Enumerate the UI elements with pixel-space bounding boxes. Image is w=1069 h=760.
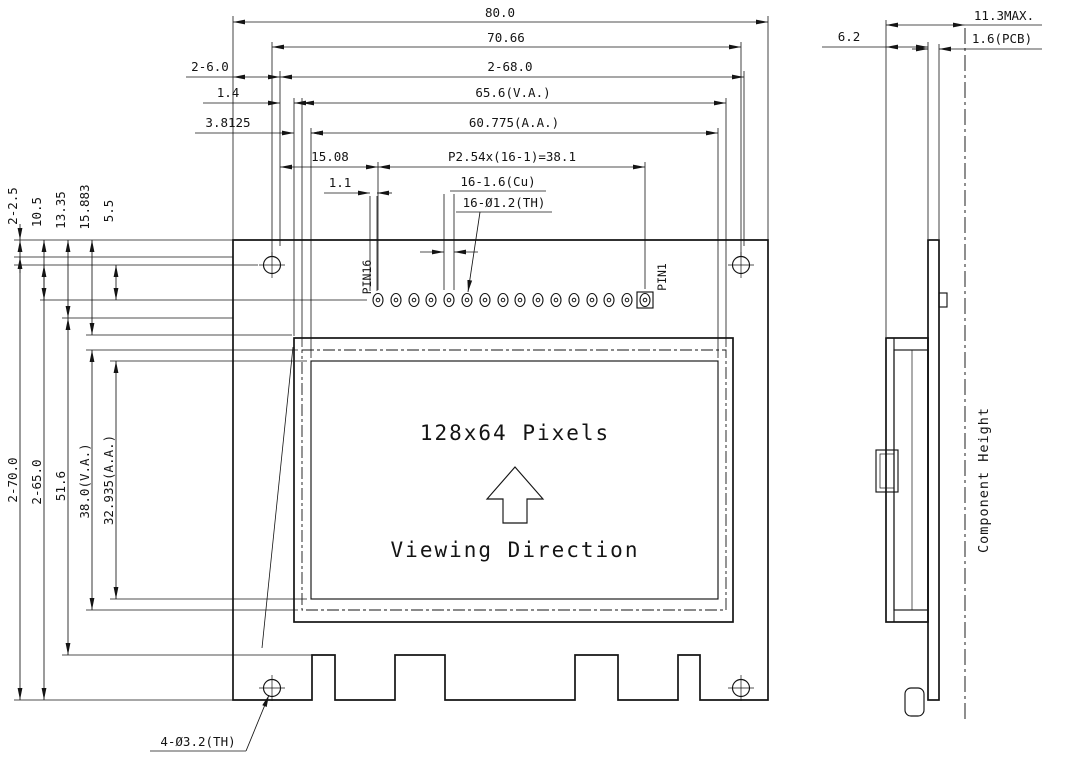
dim-2-70-label: 2-70.0 bbox=[5, 457, 20, 502]
bezel-frame bbox=[293, 337, 734, 623]
mounting-hole bbox=[728, 252, 754, 278]
viewing-direction-arrow-icon bbox=[485, 466, 545, 524]
pin1-label: PIN1 bbox=[655, 263, 669, 291]
connector-bump bbox=[875, 449, 899, 493]
dim-516-label: 51.6 bbox=[53, 471, 68, 501]
pin-header bbox=[372, 291, 654, 309]
dim-aa-height-label: 32.935(A.A.) bbox=[101, 435, 116, 525]
dim-th-label: 16-Ø1.2(TH) bbox=[463, 195, 546, 210]
bezel-frame-side bbox=[885, 337, 929, 623]
dim-2-68-label: 2-68.0 bbox=[487, 59, 532, 74]
dimension-labels: 80.0 70.66 2-6.0 2-68.0 1.4 65.6(V.A.) 3… bbox=[5, 5, 669, 749]
viewing-area-rect bbox=[301, 349, 727, 611]
connector-bump-inner bbox=[879, 453, 895, 489]
pin1-square-pad bbox=[636, 291, 654, 309]
dim-38125-label: 3.8125 bbox=[205, 115, 250, 130]
pin bbox=[372, 292, 384, 308]
pin bbox=[390, 292, 402, 308]
horizontal-dimensions bbox=[150, 19, 768, 752]
mounting-hole bbox=[259, 675, 285, 701]
pin bbox=[532, 292, 544, 308]
display-resolution-text: 128x64 Pixels bbox=[420, 421, 610, 445]
leader-mount-hole bbox=[245, 694, 270, 752]
component-height-label: Component Height bbox=[976, 407, 992, 553]
dim-pcb-label: 1.6(PCB) bbox=[972, 31, 1032, 46]
pin bbox=[425, 292, 437, 308]
extension-lines bbox=[14, 16, 769, 701]
lcd-glass-side bbox=[893, 349, 929, 611]
vertical-dimensions bbox=[17, 224, 119, 700]
mount-hole-label: 4-Ø3.2(TH) bbox=[160, 734, 235, 749]
dim-aa-width-label: 60.775(A.A.) bbox=[469, 115, 559, 130]
front-view: 128x64 Pixels Viewing Direction 80.0 70.… bbox=[5, 5, 769, 752]
dim-113max-label: 11.3MAX. bbox=[974, 8, 1034, 23]
side-extension-lines bbox=[885, 20, 940, 337]
side-view: 6.2 11.3MAX. 1.6(PCB) Component Height bbox=[822, 8, 1042, 722]
dim-15883-label: 15.883 bbox=[77, 184, 92, 229]
dim-2-65-label: 2-65.0 bbox=[29, 459, 44, 504]
bottom-component bbox=[904, 687, 925, 717]
leader-th bbox=[467, 211, 481, 293]
dim-1508-label: 15.08 bbox=[311, 149, 349, 164]
pin bbox=[568, 292, 580, 308]
dim-pitch-label: P2.54x(16-1)=38.1 bbox=[448, 149, 576, 164]
mounting-hole bbox=[259, 252, 285, 278]
side-dimensions bbox=[822, 22, 1042, 52]
pin bbox=[621, 292, 633, 308]
pcb-outline bbox=[232, 239, 769, 701]
dim-va-width-label: 65.6(V.A.) bbox=[475, 85, 550, 100]
dim-1335-label: 13.35 bbox=[53, 191, 68, 229]
display-area: 128x64 Pixels Viewing Direction bbox=[391, 421, 640, 562]
dim-62-label: 6.2 bbox=[838, 29, 861, 44]
pin bbox=[639, 292, 651, 308]
dim-105-label: 10.5 bbox=[29, 197, 44, 227]
pin bbox=[479, 292, 491, 308]
pin bbox=[497, 292, 509, 308]
side-labels: 6.2 11.3MAX. 1.6(PCB) Component Height bbox=[838, 8, 1034, 553]
viewing-direction-text: Viewing Direction bbox=[391, 538, 640, 562]
dim-7066-label: 70.66 bbox=[487, 30, 525, 45]
pin-stub-side bbox=[938, 292, 948, 308]
dim-80-label: 80.0 bbox=[485, 5, 515, 20]
pin bbox=[603, 292, 615, 308]
dim-cu-label: 16-1.6(Cu) bbox=[460, 174, 535, 189]
leader-line bbox=[261, 346, 294, 649]
pcb-side-profile bbox=[927, 239, 940, 701]
active-area-rect bbox=[310, 360, 719, 600]
pin bbox=[586, 292, 598, 308]
dim-va-height-label: 38.0(V.A.) bbox=[77, 443, 92, 518]
dim-2-6-label: 2-6.0 bbox=[191, 59, 229, 74]
pin16-label: PIN16 bbox=[360, 260, 374, 295]
mounting-hole bbox=[728, 675, 754, 701]
dim-55-label: 5.5 bbox=[101, 200, 116, 223]
pin bbox=[514, 292, 526, 308]
pin bbox=[550, 292, 562, 308]
pin bbox=[408, 292, 420, 308]
dim-1-1-label: 1.1 bbox=[329, 175, 352, 190]
pin bbox=[461, 292, 473, 308]
dim-1-4-label: 1.4 bbox=[217, 85, 240, 100]
dim-2-25-label: 2-2.5 bbox=[5, 187, 20, 225]
mounting-holes bbox=[259, 252, 754, 701]
pin bbox=[443, 292, 455, 308]
